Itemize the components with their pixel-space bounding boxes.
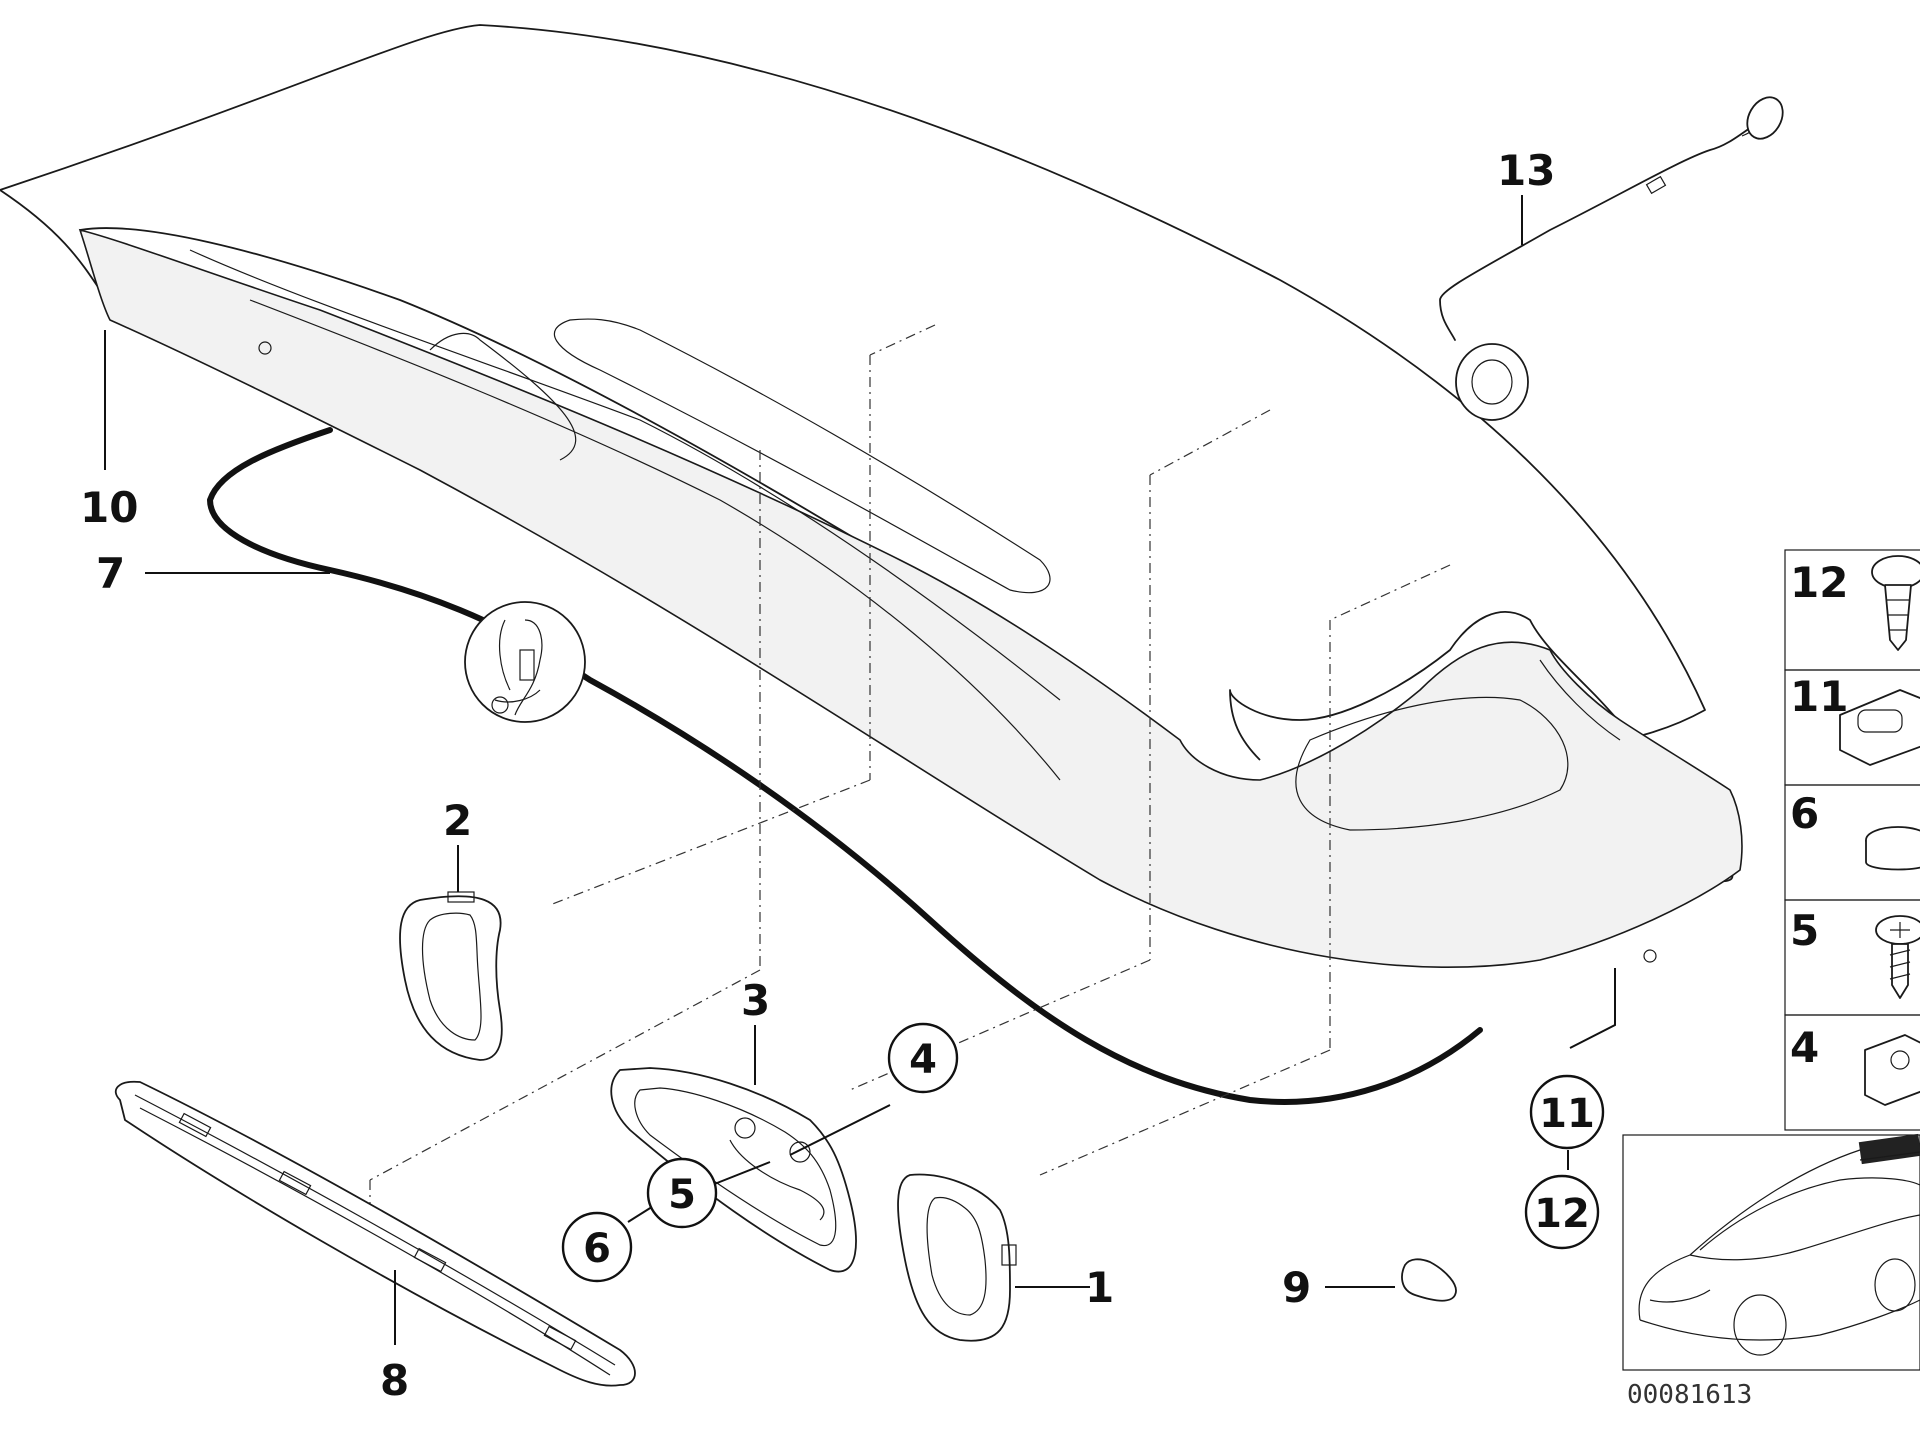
legend-label-12: 12 xyxy=(1790,558,1848,607)
legend-label-6: 6 xyxy=(1790,789,1819,838)
part-1-trim xyxy=(897,1173,1017,1342)
part-3-lock-surround xyxy=(610,1067,857,1273)
diagram-id: 00081613 xyxy=(1627,1380,1752,1410)
label-8: 8 xyxy=(380,1356,409,1405)
label-2: 2 xyxy=(443,796,472,845)
callout-12: 12 xyxy=(1524,1174,1600,1250)
seal-detail-inset xyxy=(464,601,586,723)
svg-text:11: 11 xyxy=(1539,1091,1595,1137)
svg-text:5: 5 xyxy=(668,1172,696,1218)
label-1: 1 xyxy=(1085,1263,1114,1312)
callout-4: 4 xyxy=(887,1022,959,1094)
label-3: 3 xyxy=(741,976,770,1025)
leader-lines xyxy=(104,195,1616,1345)
label-13: 13 xyxy=(1497,146,1555,195)
svg-text:4: 4 xyxy=(909,1037,937,1083)
part-labels: 10 7 2 3 1 9 8 13 xyxy=(80,146,1555,1405)
push-rivet-icon xyxy=(1871,555,1920,651)
part-9-clip xyxy=(1401,1258,1457,1302)
callout-6: 6 xyxy=(561,1211,633,1283)
part-8-handle-strip xyxy=(114,1080,636,1387)
spire-clip-icon xyxy=(1864,1034,1920,1106)
callout-11: 11 xyxy=(1529,1074,1605,1150)
callout-5: 5 xyxy=(646,1157,718,1229)
label-10: 10 xyxy=(80,483,138,532)
legend-label-4: 4 xyxy=(1790,1023,1819,1072)
label-7: 7 xyxy=(96,549,125,598)
vehicle-locator-inset xyxy=(1622,1133,1920,1371)
screw-icon xyxy=(1875,915,1920,999)
fastener-legend: 12 11 6 5 4 xyxy=(1784,549,1920,1131)
legend-label-5: 5 xyxy=(1790,906,1819,955)
label-9: 9 xyxy=(1282,1263,1311,1312)
part-2-trim xyxy=(399,891,503,1061)
cap-icon xyxy=(1865,826,1920,871)
svg-text:6: 6 xyxy=(583,1226,611,1272)
svg-text:12: 12 xyxy=(1534,1191,1590,1237)
part-13-release-cable xyxy=(1439,96,1784,421)
clip-nut-icon xyxy=(1839,689,1920,766)
trunk-lid xyxy=(0,24,1743,969)
legend-label-11: 11 xyxy=(1790,672,1848,721)
trunk-seal xyxy=(207,427,1483,1105)
